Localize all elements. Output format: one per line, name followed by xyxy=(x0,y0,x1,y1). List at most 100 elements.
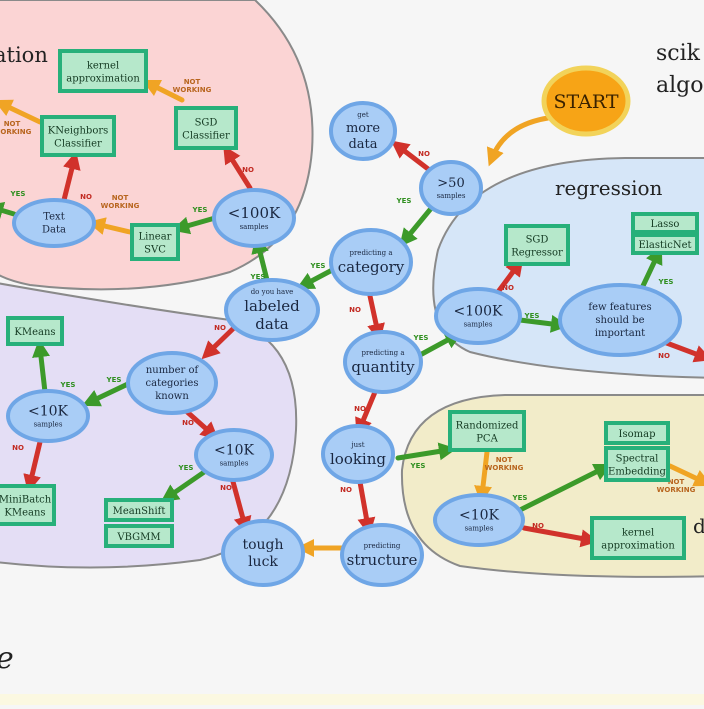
oval-predict-structure-line-1: structure xyxy=(347,551,418,569)
box-kneighbors-line-0: KNeighbors xyxy=(48,126,109,137)
box-kernel-approx-cls-line-0: kernel xyxy=(87,61,119,72)
edge-linear-svc-to-text xyxy=(87,217,133,235)
edge-quantity-to-lt100k-reg xyxy=(417,331,463,358)
not-working-sublabel-3: WORKING xyxy=(485,464,524,472)
not-working-label-2: NOT xyxy=(4,120,21,128)
edge-lt10k-dim-to-isomap xyxy=(517,463,613,513)
oval-text-data-line-0: Text xyxy=(43,212,64,223)
not-working-sublabel-4: WORKING xyxy=(657,486,696,494)
box-isomap[interactable]: Isomap xyxy=(604,421,670,445)
edge-lt100k-cls-to-sgd-cls xyxy=(223,145,253,191)
edge-lt100k-reg-to-sgd-reg xyxy=(495,257,524,295)
oval-text-data-line-1: Data xyxy=(42,225,66,236)
box-sgd-regressor-line-1: Regressor xyxy=(511,248,563,259)
not-working-sublabel-0: WORKING xyxy=(173,86,212,94)
edge-num-cat-to-lt10k-cl2 xyxy=(182,407,219,440)
oval-tough-luck-line-0: tough xyxy=(242,537,283,553)
box-lasso[interactable]: Lasso xyxy=(631,212,699,234)
edge-labels: NOYESYESNOYESNOYESNOYESNONOYESNOYESNOYES… xyxy=(0,78,696,530)
box-sgd-classifier[interactable]: SGD Classifier xyxy=(174,106,238,150)
edge-label-no-9: NO xyxy=(214,324,226,332)
box-sgd-classifier-line-1: Classifier xyxy=(182,131,230,142)
edge-lt10k-dim-to-kernel xyxy=(521,525,599,548)
oval-predict-quantity-line-1: quantity xyxy=(351,358,415,376)
cheat-sheet-title-line2: algo xyxy=(656,73,703,98)
box-linear-svc-line-0: Linear xyxy=(139,232,172,243)
box-sgd-classifier-line-0: SGD xyxy=(195,118,218,129)
box-kernel-approx-cls[interactable]: kernel approximation xyxy=(58,49,148,93)
box-kernel-approx-dim-line-1: approximation xyxy=(601,541,675,552)
box-elasticnet[interactable]: ElasticNet xyxy=(631,233,699,255)
box-spectral-line-0: Spectral xyxy=(616,454,659,465)
edge-rand-pca-to-lt10k-dim xyxy=(474,449,492,504)
oval-lt10k-cluster-line-1: samples xyxy=(34,421,63,429)
edge-label-no-5: NO xyxy=(354,405,366,413)
oval-lt10k-cluster2-line-1: samples xyxy=(220,460,249,468)
edge-lt100k-cls-to-linear-svc xyxy=(171,215,218,235)
box-kmeans[interactable]: KMeans xyxy=(6,316,64,346)
oval-lt10k-dim-line-0: <10K xyxy=(459,507,500,523)
edge-label-yes-13: YES xyxy=(10,190,26,198)
box-minibatch-line-0: MiniBatch xyxy=(0,495,52,506)
box-linear-svc-line-1: SVC xyxy=(144,245,166,256)
box-elasticnet-line-0: ElasticNet xyxy=(638,240,691,251)
edge-sgd-cls-to-kernel xyxy=(141,79,185,103)
clustering-region xyxy=(0,282,298,569)
edge-quantity-to-looking xyxy=(355,389,378,437)
cheat-sheet-title-line1: scik xyxy=(656,41,701,66)
edge-label-yes-22: YES xyxy=(658,278,674,286)
box-vbgmm[interactable]: VBGMM xyxy=(104,524,174,548)
edge-text-to-left xyxy=(0,201,17,220)
box-randomized-pca-line-0: Randomized xyxy=(456,421,519,432)
edge-label-yes-1: YES xyxy=(396,197,412,205)
box-meanshift[interactable]: MeanShift xyxy=(104,498,174,522)
edge-text-to-kneighbors xyxy=(61,151,81,203)
edge-label-no-25: NO xyxy=(532,522,544,530)
edge-kneighbors-to-left xyxy=(0,99,43,125)
edge-label-no-7: NO xyxy=(340,486,352,494)
oval-more-data-line-1: more xyxy=(346,121,380,136)
oval-more-data-line-2: data xyxy=(348,137,377,152)
not-working-sublabel-1: WORKING xyxy=(101,202,140,210)
oval-predict-category-line-1: category xyxy=(338,258,405,276)
edge-label-yes-11: YES xyxy=(192,206,208,214)
oval-few-features-line-1: should be xyxy=(595,315,644,326)
oval-lt100k-cls-line-0: <100K xyxy=(228,204,281,222)
oval-num-categories-line-2: known xyxy=(155,391,189,402)
corner-glyph: e xyxy=(0,641,14,676)
box-kernel-approx-cls-line-1: approximation xyxy=(66,74,140,85)
start-label: START xyxy=(553,91,618,113)
oval-lt10k-dim[interactable]: <10K samples xyxy=(433,493,525,547)
oval-lt10k-dim-line-1: samples xyxy=(465,525,494,533)
edge-lt10k-cl-to-kmeans xyxy=(32,339,50,395)
start-node[interactable]: START xyxy=(541,65,631,137)
box-kneighbors-line-1: Classifier xyxy=(54,139,102,150)
oval-lt100k-reg-line-1: samples xyxy=(464,321,493,329)
oval-predict-structure-line-0: predicting xyxy=(364,542,401,550)
